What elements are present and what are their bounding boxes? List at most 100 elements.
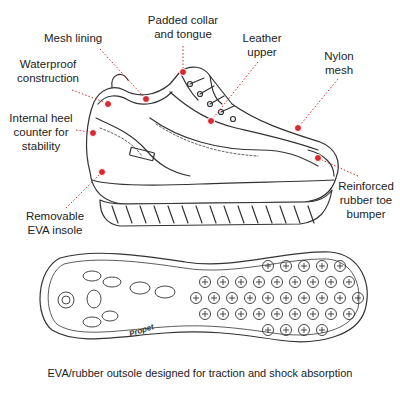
leader-line (183, 46, 184, 68)
lace-panel (170, 92, 318, 150)
tread-lug (335, 293, 346, 304)
tread-lug-ring (335, 261, 346, 272)
tread-lug-cross (193, 295, 199, 301)
tread-lug (236, 277, 247, 288)
tread-lug-ring (335, 293, 346, 304)
tread-lug-ring (254, 277, 265, 288)
tread-lug-ring (227, 293, 238, 304)
outsole-lug (168, 206, 174, 223)
tread-lug-cross (355, 295, 361, 301)
toe-bumper (308, 150, 334, 176)
callout-dot (295, 125, 302, 132)
tread-lug (299, 325, 310, 336)
outsole-outline (40, 252, 367, 342)
tread-lug (344, 277, 355, 288)
tread-lug-ring (299, 261, 310, 272)
callout-dot (208, 118, 215, 125)
tread-lug (227, 293, 238, 304)
tread-lug-ring (290, 277, 301, 288)
tread-lug (281, 293, 292, 304)
tread-lug-cross (247, 295, 253, 301)
callout-dot (315, 155, 322, 162)
outsole-lug (266, 206, 272, 223)
tread-lug-cross (346, 279, 352, 285)
tread-lug (308, 277, 319, 288)
eyelets (188, 78, 236, 122)
tread-lug-ring (236, 309, 247, 320)
tread-lug (317, 293, 328, 304)
part-label: Waterproof construction (8, 58, 88, 86)
tread-lug-ring (236, 277, 247, 288)
tread-lug-cross (256, 279, 262, 285)
tread-lug-cross (310, 311, 316, 317)
outsole-lug (196, 206, 202, 223)
tread-lug-cross (328, 311, 334, 317)
callout-dot (105, 101, 112, 108)
part-label: Nylon mesh (314, 50, 364, 78)
tread-lug-cross (220, 311, 226, 317)
tread-lug-ring (272, 309, 283, 320)
leader-line (100, 49, 143, 96)
tread-lug-cross (310, 279, 316, 285)
tread-pattern (191, 261, 364, 336)
heel-panel (96, 118, 190, 176)
heel-pull-loop (112, 74, 128, 88)
leader-line (322, 160, 358, 176)
tread-lug-cross (220, 279, 226, 285)
tread-lug-cross (337, 263, 343, 269)
tread-lug-ring (263, 293, 274, 304)
tread-lug-cross (319, 263, 325, 269)
tread-lug (245, 293, 256, 304)
tread-lug (290, 309, 301, 320)
callout-dots (90, 69, 322, 176)
tread-lug-ring (290, 309, 301, 320)
tread-lug-cross (238, 279, 244, 285)
side-panel (150, 118, 318, 166)
tread-lug-cross (319, 327, 325, 333)
shoe-upper (87, 67, 339, 204)
tread-lug (326, 277, 337, 288)
tread-lug-ring (344, 309, 355, 320)
tread-lug-ring (299, 325, 310, 336)
part-label: Padded collar and tongue (138, 14, 228, 42)
tread-lug-ring (263, 325, 274, 336)
outsole-lug (224, 206, 230, 223)
caption: EVA/rubber outsole designed for traction… (0, 367, 400, 380)
tread-lug-cross (265, 263, 271, 269)
outsole-lug (238, 206, 244, 223)
tread-lug-cross (265, 295, 271, 301)
tread-lug-ring (191, 293, 202, 304)
tread-lug (344, 309, 355, 320)
tread-lug-ring (263, 261, 274, 272)
tread-lug-cross (328, 279, 334, 285)
tread-lug-cross (283, 327, 289, 333)
shoe-side (87, 67, 339, 226)
tread-lug-ring (317, 293, 328, 304)
tread-lug-cross (265, 327, 271, 333)
leader-lines (66, 46, 358, 208)
tread-lug-ring (281, 293, 292, 304)
tread-lug (263, 293, 274, 304)
tread-lug-cross (202, 311, 208, 317)
tread-lug (200, 309, 211, 320)
tread-lug-cross (274, 311, 280, 317)
tread-lug-ring (308, 277, 319, 288)
tread-lug-ring (218, 309, 229, 320)
tread-lug-ring (218, 277, 229, 288)
tread-lug-cross (283, 263, 289, 269)
tread-lug-cross (238, 311, 244, 317)
outsole-lug (182, 206, 188, 223)
tread-lug-ring (344, 277, 355, 288)
part-label: Leather upper (232, 32, 292, 60)
tread-lug (254, 309, 265, 320)
tread-lug (200, 277, 211, 288)
tread-lug-ring (272, 277, 283, 288)
tread-lug-cross (274, 279, 280, 285)
tongue (180, 72, 222, 104)
outsole-lug (112, 206, 118, 223)
tread-lug (290, 277, 301, 288)
tread-lug-cross (292, 279, 298, 285)
tread-lug-cross (346, 311, 352, 317)
callout-dot (99, 169, 106, 176)
tread-lug (191, 293, 202, 304)
